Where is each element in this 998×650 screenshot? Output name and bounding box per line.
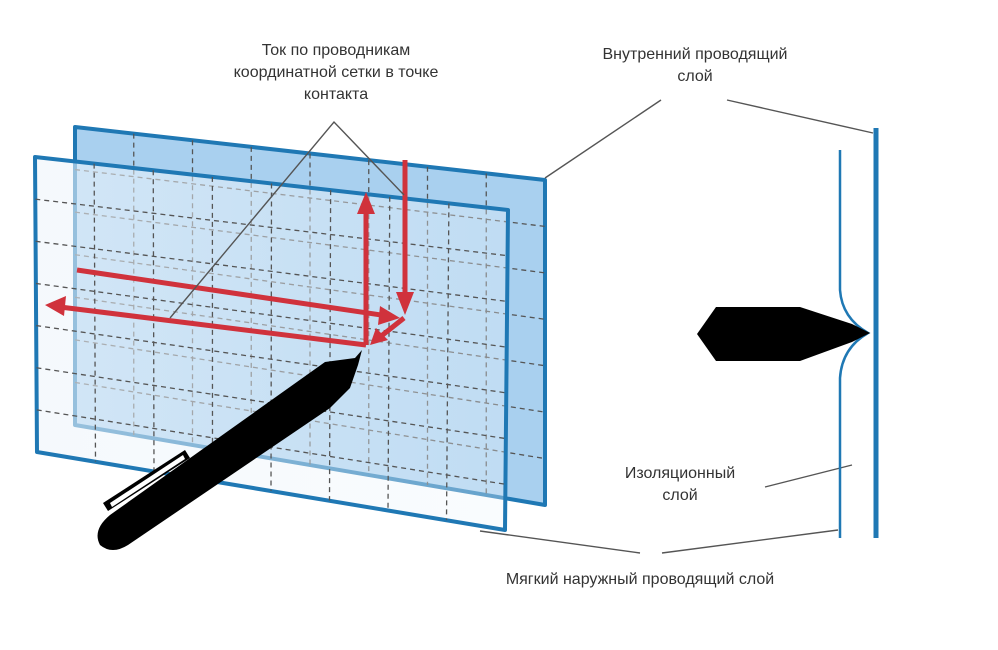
current-label-line: Ток по проводникам (261, 42, 411, 59)
inner-layer-label-line: слой (677, 68, 713, 85)
grid-line (36, 324, 507, 394)
grid-line (387, 196, 391, 511)
insulation-label-line: Изоляционный (624, 465, 736, 482)
current-arrows (45, 160, 414, 348)
insulation-label-line: слой (662, 487, 698, 504)
grid-line (445, 203, 450, 521)
leader-lines (169, 99, 874, 554)
outer-layer-label: Мягкий наружный проводящий слой (505, 571, 775, 588)
cross-section (697, 128, 879, 538)
current-label: Ток по проводникам координатной сетки в … (206, 40, 466, 106)
insulation-label: Изоляционный слой (600, 463, 760, 507)
grid-line (35, 240, 508, 303)
grid-line (35, 198, 508, 257)
stylus-icon (97, 350, 363, 550)
grid-line (35, 282, 507, 348)
inner-layer-label-line: Внутренний проводящий (602, 46, 788, 63)
current-label-line: контакта (303, 86, 369, 103)
stylus-tip-icon (697, 307, 870, 361)
current-label-line: координатной сетки в точке (233, 64, 439, 81)
inner-layer-label: Внутренний проводящий слой (570, 44, 820, 88)
grid-line (328, 190, 332, 501)
outer-conductive-layer-panel (33, 155, 510, 532)
grid-line (93, 163, 97, 462)
